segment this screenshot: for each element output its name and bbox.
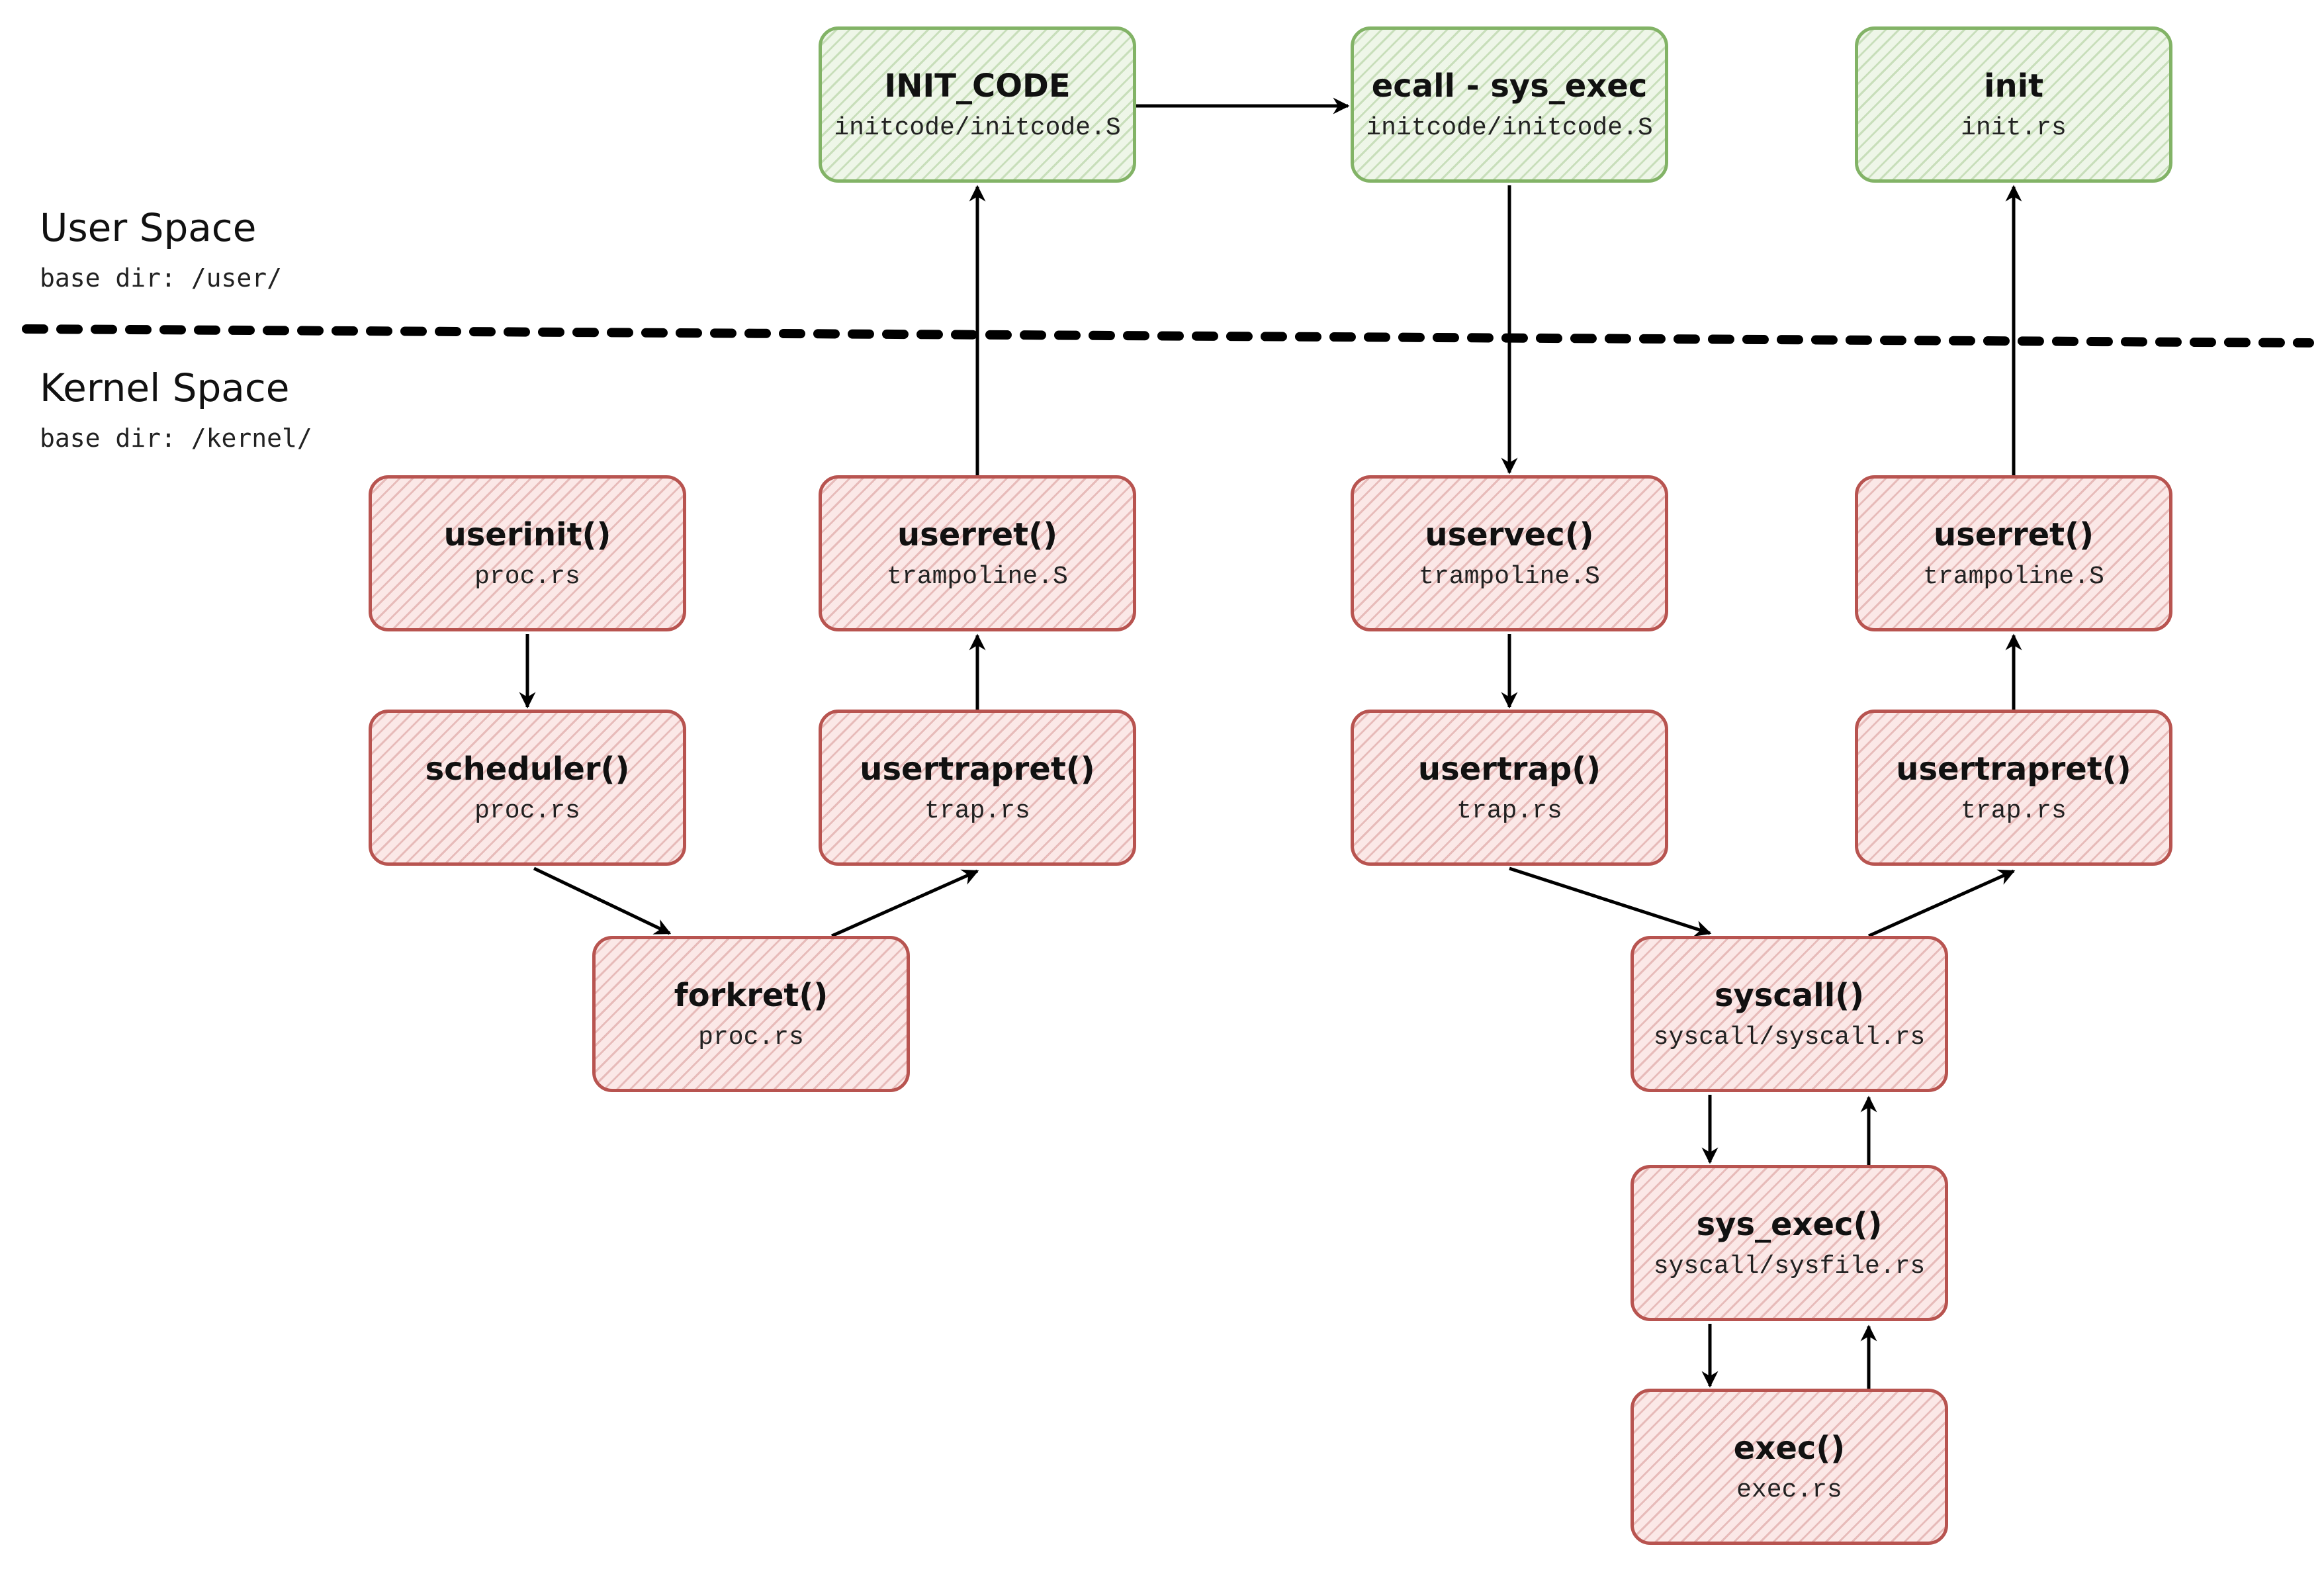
node-file: trap.rs bbox=[1961, 796, 2067, 825]
node-title: scheduler() bbox=[425, 750, 630, 788]
node-title: INIT_CODE bbox=[884, 67, 1071, 105]
node-exec: exec() exec.rs bbox=[1631, 1389, 1948, 1545]
user-space-title: User Space bbox=[40, 205, 257, 250]
node-title: usertrapret() bbox=[1896, 750, 2131, 788]
node-init: init init.rs bbox=[1855, 26, 2172, 183]
node-init-code: INIT_CODE initcode/initcode.S bbox=[819, 26, 1136, 183]
node-title: usertrap() bbox=[1417, 750, 1601, 788]
node-file: syscall/sysfile.rs bbox=[1653, 1252, 1926, 1281]
node-file: trap.rs bbox=[1456, 796, 1562, 825]
node-title: forkret() bbox=[674, 976, 828, 1014]
node-file: trampoline.S bbox=[1419, 562, 1600, 591]
arrow-scheduler-to-forkret bbox=[533, 866, 672, 935]
node-file: trampoline.S bbox=[1923, 562, 2104, 591]
node-file: initcode/initcode.S bbox=[1366, 113, 1653, 142]
node-syscall: syscall() syscall/syscall.rs bbox=[1631, 936, 1948, 1092]
node-title: exec() bbox=[1733, 1429, 1846, 1467]
node-userret-2: userret() trampoline.S bbox=[1855, 475, 2172, 631]
node-title: ecall - sys_exec bbox=[1371, 67, 1648, 105]
node-file: proc.rs bbox=[474, 796, 580, 825]
arrow-usertrap-to-syscall bbox=[1509, 866, 1712, 937]
node-forkret: forkret() proc.rs bbox=[592, 936, 910, 1092]
node-file: init.rs bbox=[1961, 113, 2067, 142]
node-userret-1: userret() trampoline.S bbox=[819, 475, 1136, 631]
node-usertrapret-1: usertrapret() trap.rs bbox=[819, 710, 1136, 866]
node-file: syscall/syscall.rs bbox=[1653, 1023, 1926, 1052]
node-file: proc.rs bbox=[474, 562, 580, 591]
node-ecall-sys-exec: ecall - sys_exec initcode/initcode.S bbox=[1351, 26, 1668, 183]
node-sys-exec: sys_exec() syscall/sysfile.rs bbox=[1631, 1165, 1948, 1321]
node-usertrapret-2: usertrapret() trap.rs bbox=[1855, 710, 2172, 866]
node-title: usertrapret() bbox=[860, 750, 1095, 788]
node-uservec: uservec() trampoline.S bbox=[1351, 475, 1668, 631]
node-file: trampoline.S bbox=[887, 562, 1068, 591]
node-title: userret() bbox=[1933, 516, 2094, 553]
node-title: uservec() bbox=[1425, 516, 1594, 553]
node-title: sys_exec() bbox=[1696, 1205, 1883, 1243]
user-space-base-dir: base dir: /user/ bbox=[40, 263, 283, 293]
kernel-space-title: Kernel Space bbox=[40, 365, 290, 410]
node-scheduler: scheduler() proc.rs bbox=[369, 710, 686, 866]
node-title: init bbox=[1983, 67, 2044, 105]
node-title: syscall() bbox=[1714, 976, 1865, 1014]
user-kernel-boundary bbox=[22, 324, 2314, 347]
node-title: userinit() bbox=[443, 516, 611, 553]
kernel-space-base-dir: base dir: /kernel/ bbox=[40, 424, 312, 453]
node-title: userret() bbox=[897, 516, 1057, 553]
node-usertrap: usertrap() trap.rs bbox=[1351, 710, 1668, 866]
node-userinit: userinit() proc.rs bbox=[369, 475, 686, 631]
node-file: proc.rs bbox=[698, 1023, 804, 1052]
arrow-forkret-to-usertrapret-1 bbox=[830, 869, 979, 938]
node-file: trap.rs bbox=[924, 796, 1030, 825]
arrow-syscall-to-usertrapret-2 bbox=[1867, 869, 2016, 938]
node-file: exec.rs bbox=[1736, 1475, 1842, 1504]
node-file: initcode/initcode.S bbox=[834, 113, 1121, 142]
